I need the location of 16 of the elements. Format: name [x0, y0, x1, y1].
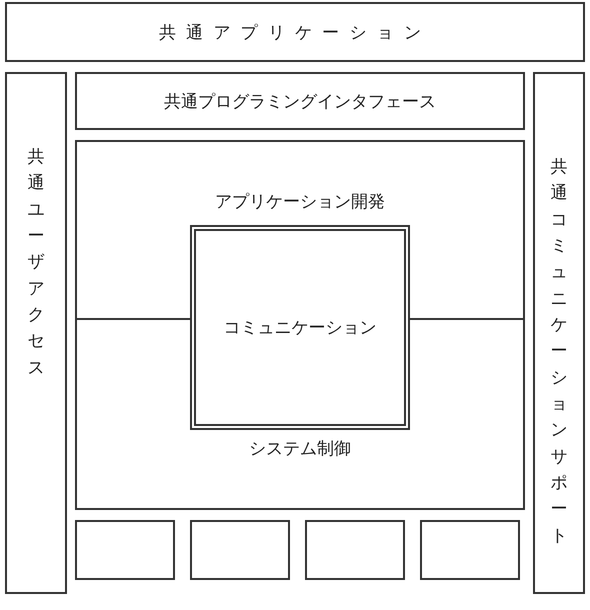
- platform-box: [305, 520, 405, 580]
- vertical-label: 共通コミュニケーションサポート: [550, 156, 568, 548]
- side-bar-box: [533, 72, 585, 594]
- top-layer-box: [5, 2, 585, 62]
- platform-box: [75, 520, 175, 580]
- platform-box: [420, 520, 520, 580]
- layer-label: システム制御: [249, 438, 351, 460]
- side-bar-box: [5, 72, 67, 594]
- layer-label: コミュニケーション: [224, 317, 376, 339]
- platform-box: [190, 520, 290, 580]
- interface-layer-box: [75, 72, 525, 130]
- vertical-label: 共通ユーザアクセス: [26, 146, 46, 380]
- layer-label: 共通プログラミングインタフェース: [164, 90, 436, 112]
- center-box: [190, 225, 410, 430]
- layer-label: アプリケーション開発: [215, 191, 385, 213]
- layer-label: 共通アプリケーション: [159, 22, 431, 44]
